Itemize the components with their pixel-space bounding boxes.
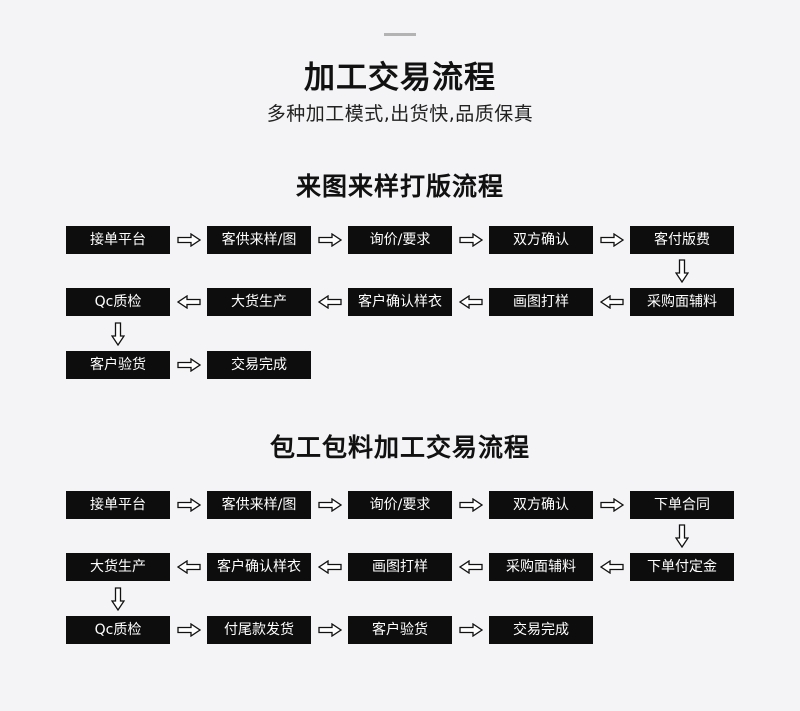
flow-step: 客户验货 — [66, 351, 170, 379]
flow-step: 采购面辅料 — [630, 288, 734, 316]
flow-step: Qc质检 — [66, 616, 170, 644]
arrow-down-icon — [675, 259, 689, 283]
arrow-down-icon — [111, 586, 125, 611]
flow-step: 询价/要求 — [348, 226, 452, 254]
arrow-right-icon — [176, 233, 201, 247]
arrow-right-icon — [176, 358, 201, 372]
flow-step: 接单平台 — [66, 226, 170, 254]
arrow-down-icon — [111, 321, 125, 346]
flow-step: 交易完成 — [489, 616, 593, 644]
flow-step: 下单付定金 — [630, 553, 734, 581]
arrow-right-icon — [317, 498, 342, 512]
flow-step: 大货生产 — [66, 553, 170, 581]
flow-step: 双方确认 — [489, 491, 593, 519]
arrow-left-icon — [317, 295, 342, 309]
arrow-left-icon — [176, 560, 201, 574]
section-title-sample-flow: 来图来样打版流程 — [295, 172, 504, 201]
flow-step: 询价/要求 — [348, 491, 452, 519]
page-title: 加工交易流程 — [304, 60, 496, 96]
flow-step: 接单平台 — [66, 491, 170, 519]
arrow-right-icon — [176, 498, 201, 512]
arrow-left-icon — [599, 295, 624, 309]
arrow-left-icon — [458, 560, 483, 574]
flow-step: Qc质检 — [66, 288, 170, 316]
arrow-left-icon — [599, 560, 624, 574]
flow-step: 大货生产 — [207, 288, 311, 316]
arrow-right-icon — [458, 233, 483, 247]
arrow-left-icon — [317, 560, 342, 574]
arrow-left-icon — [458, 295, 483, 309]
arrow-right-icon — [599, 498, 624, 512]
flow-step: 下单合同 — [630, 491, 734, 519]
arrow-right-icon — [458, 623, 483, 637]
arrow-down-icon — [675, 524, 689, 548]
flow-step: 交易完成 — [207, 351, 311, 379]
arrow-right-icon — [599, 233, 624, 247]
flow-step: 客供来样/图 — [207, 491, 311, 519]
arrow-right-icon — [317, 233, 342, 247]
arrow-right-icon — [458, 498, 483, 512]
flow-step: 付尾款发货 — [207, 616, 311, 644]
flow-step: 画图打样 — [489, 288, 593, 316]
flow-step: 画图打样 — [348, 553, 452, 581]
flow-step: 客户确认样衣 — [348, 288, 452, 316]
arrow-right-icon — [176, 623, 201, 637]
section-title-full-package-flow: 包工包料加工交易流程 — [269, 433, 530, 462]
arrow-right-icon — [317, 623, 342, 637]
flow-step: 客户确认样衣 — [207, 553, 311, 581]
flow-step: 双方确认 — [489, 226, 593, 254]
flow-step: 客户验货 — [348, 616, 452, 644]
flow-step: 采购面辅料 — [489, 553, 593, 581]
flow-step: 客付版费 — [630, 226, 734, 254]
arrow-left-icon — [176, 295, 201, 309]
top-divider-bar — [384, 33, 416, 36]
flow-step: 客供来样/图 — [207, 226, 311, 254]
page-subtitle: 多种加工模式,出货快,品质保真 — [266, 103, 534, 125]
